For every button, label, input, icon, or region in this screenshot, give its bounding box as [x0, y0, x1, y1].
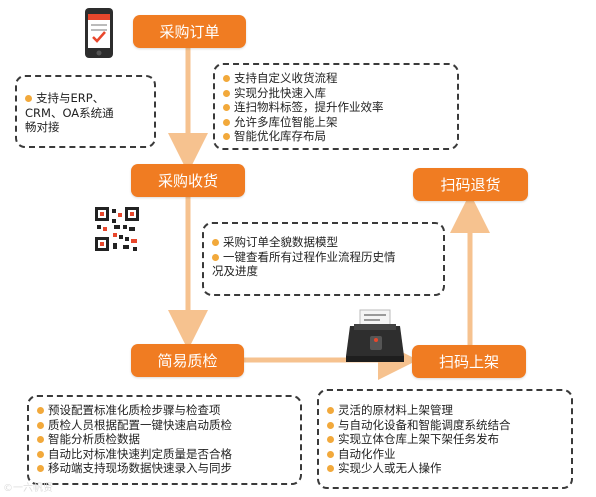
- note-purchase-receipt-features: 采购订单全貌数据模型 一键查看所有过程作业流程历史情 况及进度: [202, 222, 445, 296]
- note-shelving-features: 灵活的原材料上架管理 与自动化设备和智能调度系统结合 实现立体仓库上架下架任务发…: [317, 389, 573, 489]
- node-purchase-order: 采购订单: [133, 15, 246, 48]
- note-item: 自动化作业: [327, 447, 565, 462]
- note-purchase-order-features: 支持自定义收货流程 实现分批快速入库 连扫物料标签，提升作业效率 允许多库位智能…: [213, 63, 459, 150]
- note-item: 灵活的原材料上架管理: [327, 403, 565, 418]
- note-item: 连扫物料标签，提升作业效率: [223, 100, 451, 115]
- note-quality-check-features: 预设配置标准化质检步骤与检查项 质检人员根据配置一键快速启动质检 智能分析质检数…: [27, 395, 302, 485]
- note-item: 自动比对标准快速判定质量是否合格: [37, 447, 294, 462]
- note-item: 预设配置标准化质检步骤与检查项: [37, 403, 294, 418]
- note-item: 实现立体仓库上架下架任务发布: [327, 432, 565, 447]
- note-item: 智能分析质检数据: [37, 432, 294, 447]
- node-simple-qc: 简易质检: [131, 344, 244, 377]
- note-item: 智能优化库存布局: [223, 129, 451, 144]
- node-scan-shelving: 扫码上架: [412, 345, 526, 378]
- watermark: ©一六帆贤: [3, 483, 53, 494]
- note-item: 实现少人或无人操作: [327, 461, 565, 476]
- node-scan-return: 扫码退货: [413, 168, 528, 201]
- label-printer-icon: [344, 308, 406, 366]
- note-item: 采购订单全貌数据模型: [212, 235, 437, 250]
- note-item: 畅对接: [25, 120, 60, 134]
- note-item: 支持自定义收货流程: [223, 71, 451, 86]
- mobile-phone-icon: [84, 7, 114, 59]
- note-item: 移动端支持现场数据快速录入与同步: [37, 461, 294, 476]
- note-item: CRM、OA系统通: [25, 105, 114, 120]
- note-item: 一键查看所有过程作业流程历史情: [212, 250, 437, 265]
- note-item: 与自动化设备和智能调度系统结合: [327, 418, 565, 433]
- note-item: 实现分批快速入库: [223, 86, 451, 101]
- qr-code-icon: [95, 207, 139, 251]
- note-item: 质检人员根据配置一键快速启动质检: [37, 418, 294, 433]
- note-integration: 支持与ERP、 CRM、OA系统通 畅对接: [15, 75, 156, 148]
- note-item: 况及进度: [212, 264, 258, 278]
- note-item: 支持与ERP、: [25, 91, 148, 106]
- note-item: 允许多库位智能上架: [223, 115, 451, 130]
- node-purchase-receipt: 采购收货: [131, 164, 245, 197]
